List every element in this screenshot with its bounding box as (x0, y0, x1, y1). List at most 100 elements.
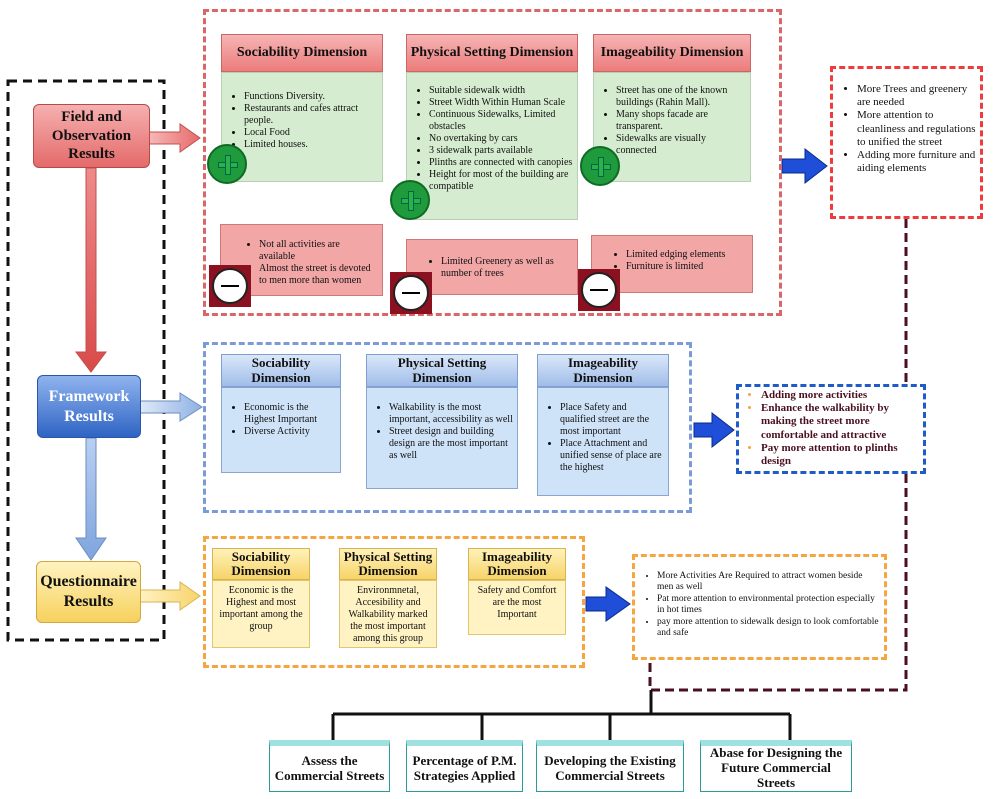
list-item: Local Food (244, 127, 378, 139)
framework-physical-body: Walkability is the most important, acces… (366, 387, 518, 489)
questionnaire-physical-text: Environmnetal, Accesibility and Walkabil… (348, 585, 428, 644)
list-item: No overtaking by cars (429, 133, 573, 145)
list-item: Place Safety and qualified street are th… (560, 402, 664, 438)
field-physical-negatives: Limited Greenery as well as number of tr… (406, 239, 578, 295)
questionnaire-imageability-body: Safety and Comfort are the most Importan… (468, 580, 566, 635)
outcome-percentage-label: Percentage of P.M. Strategies Applied (412, 752, 517, 783)
arrow-field-to-framework (75, 167, 107, 373)
plus-icon (207, 144, 247, 184)
field-physical-header: Physical Setting Dimension (406, 34, 578, 72)
source-framework: Framework Results (37, 375, 141, 438)
field-physical-positives: Suitable sidewalk width Street Width Wit… (406, 72, 578, 220)
source-framework-label: Framework Results (48, 387, 130, 425)
framework-physical-header: Physical Setting Dimension (366, 354, 518, 387)
field-imageability-header: Imageability Dimension (593, 34, 751, 72)
list-item: Street has one of the known buildings (R… (616, 85, 746, 109)
list-item: Limited houses. (244, 139, 378, 151)
framework-sociability-title: Sociability Dimension (251, 355, 311, 385)
minus-icon (390, 272, 432, 314)
questionnaire-sociability-body: Economic is the Highest and most importa… (212, 580, 310, 648)
arrow-questionnaire-to-panel (139, 581, 201, 611)
questionnaire-physical-title: Physical Setting Dimension (343, 548, 433, 578)
questionnaire-physical-body: Environmnetal, Accesibility and Walkabil… (339, 580, 437, 648)
list-item: Pay more attention to plinths design (761, 442, 919, 468)
outcome-percentage: Percentage of P.M. Strategies Applied (406, 740, 523, 792)
outcome-assess: Assess the Commercial Streets (269, 740, 390, 792)
list-item: Walkability is the most important, acces… (389, 402, 513, 426)
list-item: Almost the street is devoted to men more… (259, 263, 378, 287)
questionnaire-recommendations: More Activities Are Required to attract … (632, 554, 887, 660)
field-imageability-negatives: Limited edging elements Furniture is lim… (591, 235, 753, 293)
list-item: Functions Diversity. (244, 91, 378, 103)
list-item: Enhance the walkability by making the st… (761, 402, 919, 442)
framework-imageability-header: Imageability Dimension (537, 354, 669, 387)
outcome-abase-label: Abase for Designing the Future Commercia… (709, 745, 843, 790)
questionnaire-imageability-title: Imageability Dimension (481, 548, 553, 578)
field-sociability-title: Sociability Dimension (236, 45, 368, 61)
list-item: pay more attention to sidewalk design to… (657, 617, 880, 640)
field-physical-title: Physical Setting Dimension (410, 45, 574, 61)
list-item: Restaurants and cafes attract people. (244, 103, 378, 127)
framework-physical-title: Physical Setting Dimension (397, 355, 487, 385)
arrow-framework-to-recommendation (693, 411, 735, 449)
list-item: Plinths are connected with canopies (429, 157, 573, 169)
list-item: Street Width Within Human Scale (429, 97, 573, 109)
list-item: Adding more activities (761, 389, 919, 402)
arrow-framework-to-panel (139, 392, 203, 422)
minus-icon (209, 265, 251, 307)
left-dashed-frame (6, 79, 166, 642)
list-item: Not all activities are available (259, 239, 378, 263)
list-item: Economic is the Highest Important (244, 402, 336, 426)
source-questionnaire: Questionnaire Results (36, 561, 141, 623)
list-item: Many shops facade are transparent. (616, 109, 746, 133)
list-item: Adding more furniture and aiding element… (857, 149, 976, 175)
list-item: Limited Greenery as well as number of tr… (441, 256, 573, 280)
arrow-field-to-recommendation (781, 147, 828, 185)
list-item: Sidewalks are visually connected (616, 133, 746, 157)
plus-icon (580, 146, 620, 186)
framework-recommendations: Adding more activities Enhance the walka… (736, 384, 926, 474)
list-item: More attention to cleanliness and regula… (857, 109, 976, 149)
source-field-observation: Field and Observation Results (33, 104, 150, 168)
list-item: 3 sidewalk parts available (429, 145, 573, 157)
arrow-framework-to-questionnaire (75, 437, 107, 561)
outcome-abase: Abase for Designing the Future Commercia… (700, 740, 852, 792)
field-sociability-header: Sociability Dimension (221, 34, 383, 72)
source-questionnaire-label: Questionnaire Results (40, 573, 137, 610)
questionnaire-imageability-text: Safety and Comfort are the most Importan… (477, 585, 557, 620)
questionnaire-sociability-header: Sociability Dimension (212, 548, 310, 580)
list-item: Street design and building design are th… (389, 426, 513, 462)
framework-rec-1: Enhance the walkability by making the st… (761, 402, 890, 441)
framework-sociability-header: Sociability Dimension (221, 354, 341, 387)
field-panel (203, 9, 782, 316)
framework-imageability-body: Place Safety and qualified street are th… (537, 387, 669, 496)
questionnaire-sociability-text: Economic is the Highest and most importa… (219, 585, 303, 632)
questionnaire-sociability-title: Sociability Dimension (231, 548, 291, 578)
list-item: Limited edging elements (626, 249, 748, 261)
outcome-assess-label: Assess the Commercial Streets (274, 752, 385, 783)
outcome-developing-label: Developing the Existing Commercial Stree… (544, 752, 676, 783)
list-item: Height for most of the building are comp… (429, 169, 573, 193)
list-item: More Trees and greenery are needed (857, 83, 976, 109)
list-item: Suitable sidewalk width (429, 85, 573, 97)
list-item: Diverse Activity (244, 426, 336, 438)
source-field-label: Field and Observation Results (51, 108, 132, 163)
questionnaire-physical-header: Physical Setting Dimension (339, 548, 437, 580)
list-item: Place Attachment and unified sense of pl… (560, 438, 664, 474)
framework-panel (203, 342, 692, 513)
framework-rec-2: Pay more attention to plinths design (761, 441, 898, 467)
field-sociability-positives: Functions Diversity. Restaurants and caf… (221, 72, 383, 182)
list-item: Pat more attention to environmental prot… (657, 594, 880, 617)
list-item: Continuous Sidewalks, Limited obstacles (429, 109, 573, 133)
list-item: More Activities Are Required to attract … (657, 571, 880, 594)
questionnaire-panel (203, 536, 585, 668)
framework-imageability-title: Imageability Dimension (567, 355, 639, 385)
framework-rec-0: Adding more activities (761, 389, 868, 401)
outcome-tree (331, 690, 792, 742)
outcome-developing: Developing the Existing Commercial Stree… (536, 740, 684, 792)
plus-icon (390, 180, 430, 220)
minus-icon (578, 269, 620, 311)
list-item: Furniture is limited (626, 261, 748, 273)
questionnaire-imageability-header: Imageability Dimension (468, 548, 566, 580)
